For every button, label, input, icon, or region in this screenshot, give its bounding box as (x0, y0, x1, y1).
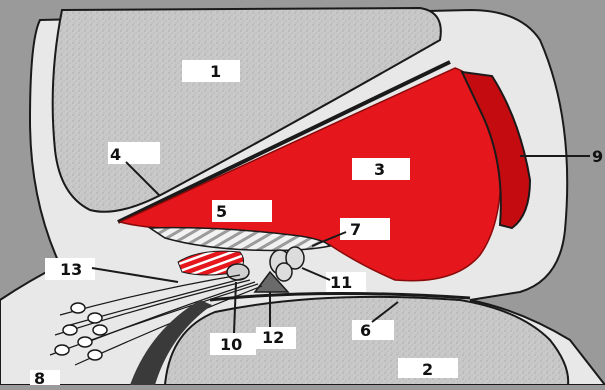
svg-text:4: 4 (110, 145, 121, 164)
inner-hair-cell (227, 264, 249, 280)
svg-text:5: 5 (216, 202, 227, 221)
svg-text:1: 1 (210, 62, 221, 81)
label-5: 5 (212, 200, 272, 222)
svg-text:9: 9 (592, 147, 603, 166)
svg-text:11: 11 (330, 273, 352, 292)
svg-text:8: 8 (34, 369, 45, 385)
label-8: 8 (30, 369, 60, 385)
svg-text:6: 6 (360, 321, 371, 340)
svg-text:7: 7 (350, 220, 361, 239)
label-2: 2 (398, 358, 458, 379)
label-3: 3 (352, 158, 410, 180)
svg-text:12: 12 (262, 328, 284, 347)
svg-text:3: 3 (374, 160, 385, 179)
svg-text:2: 2 (422, 360, 433, 379)
svg-text:10: 10 (220, 335, 242, 354)
svg-text:13: 13 (60, 260, 82, 279)
label-1: 1 (182, 60, 240, 82)
